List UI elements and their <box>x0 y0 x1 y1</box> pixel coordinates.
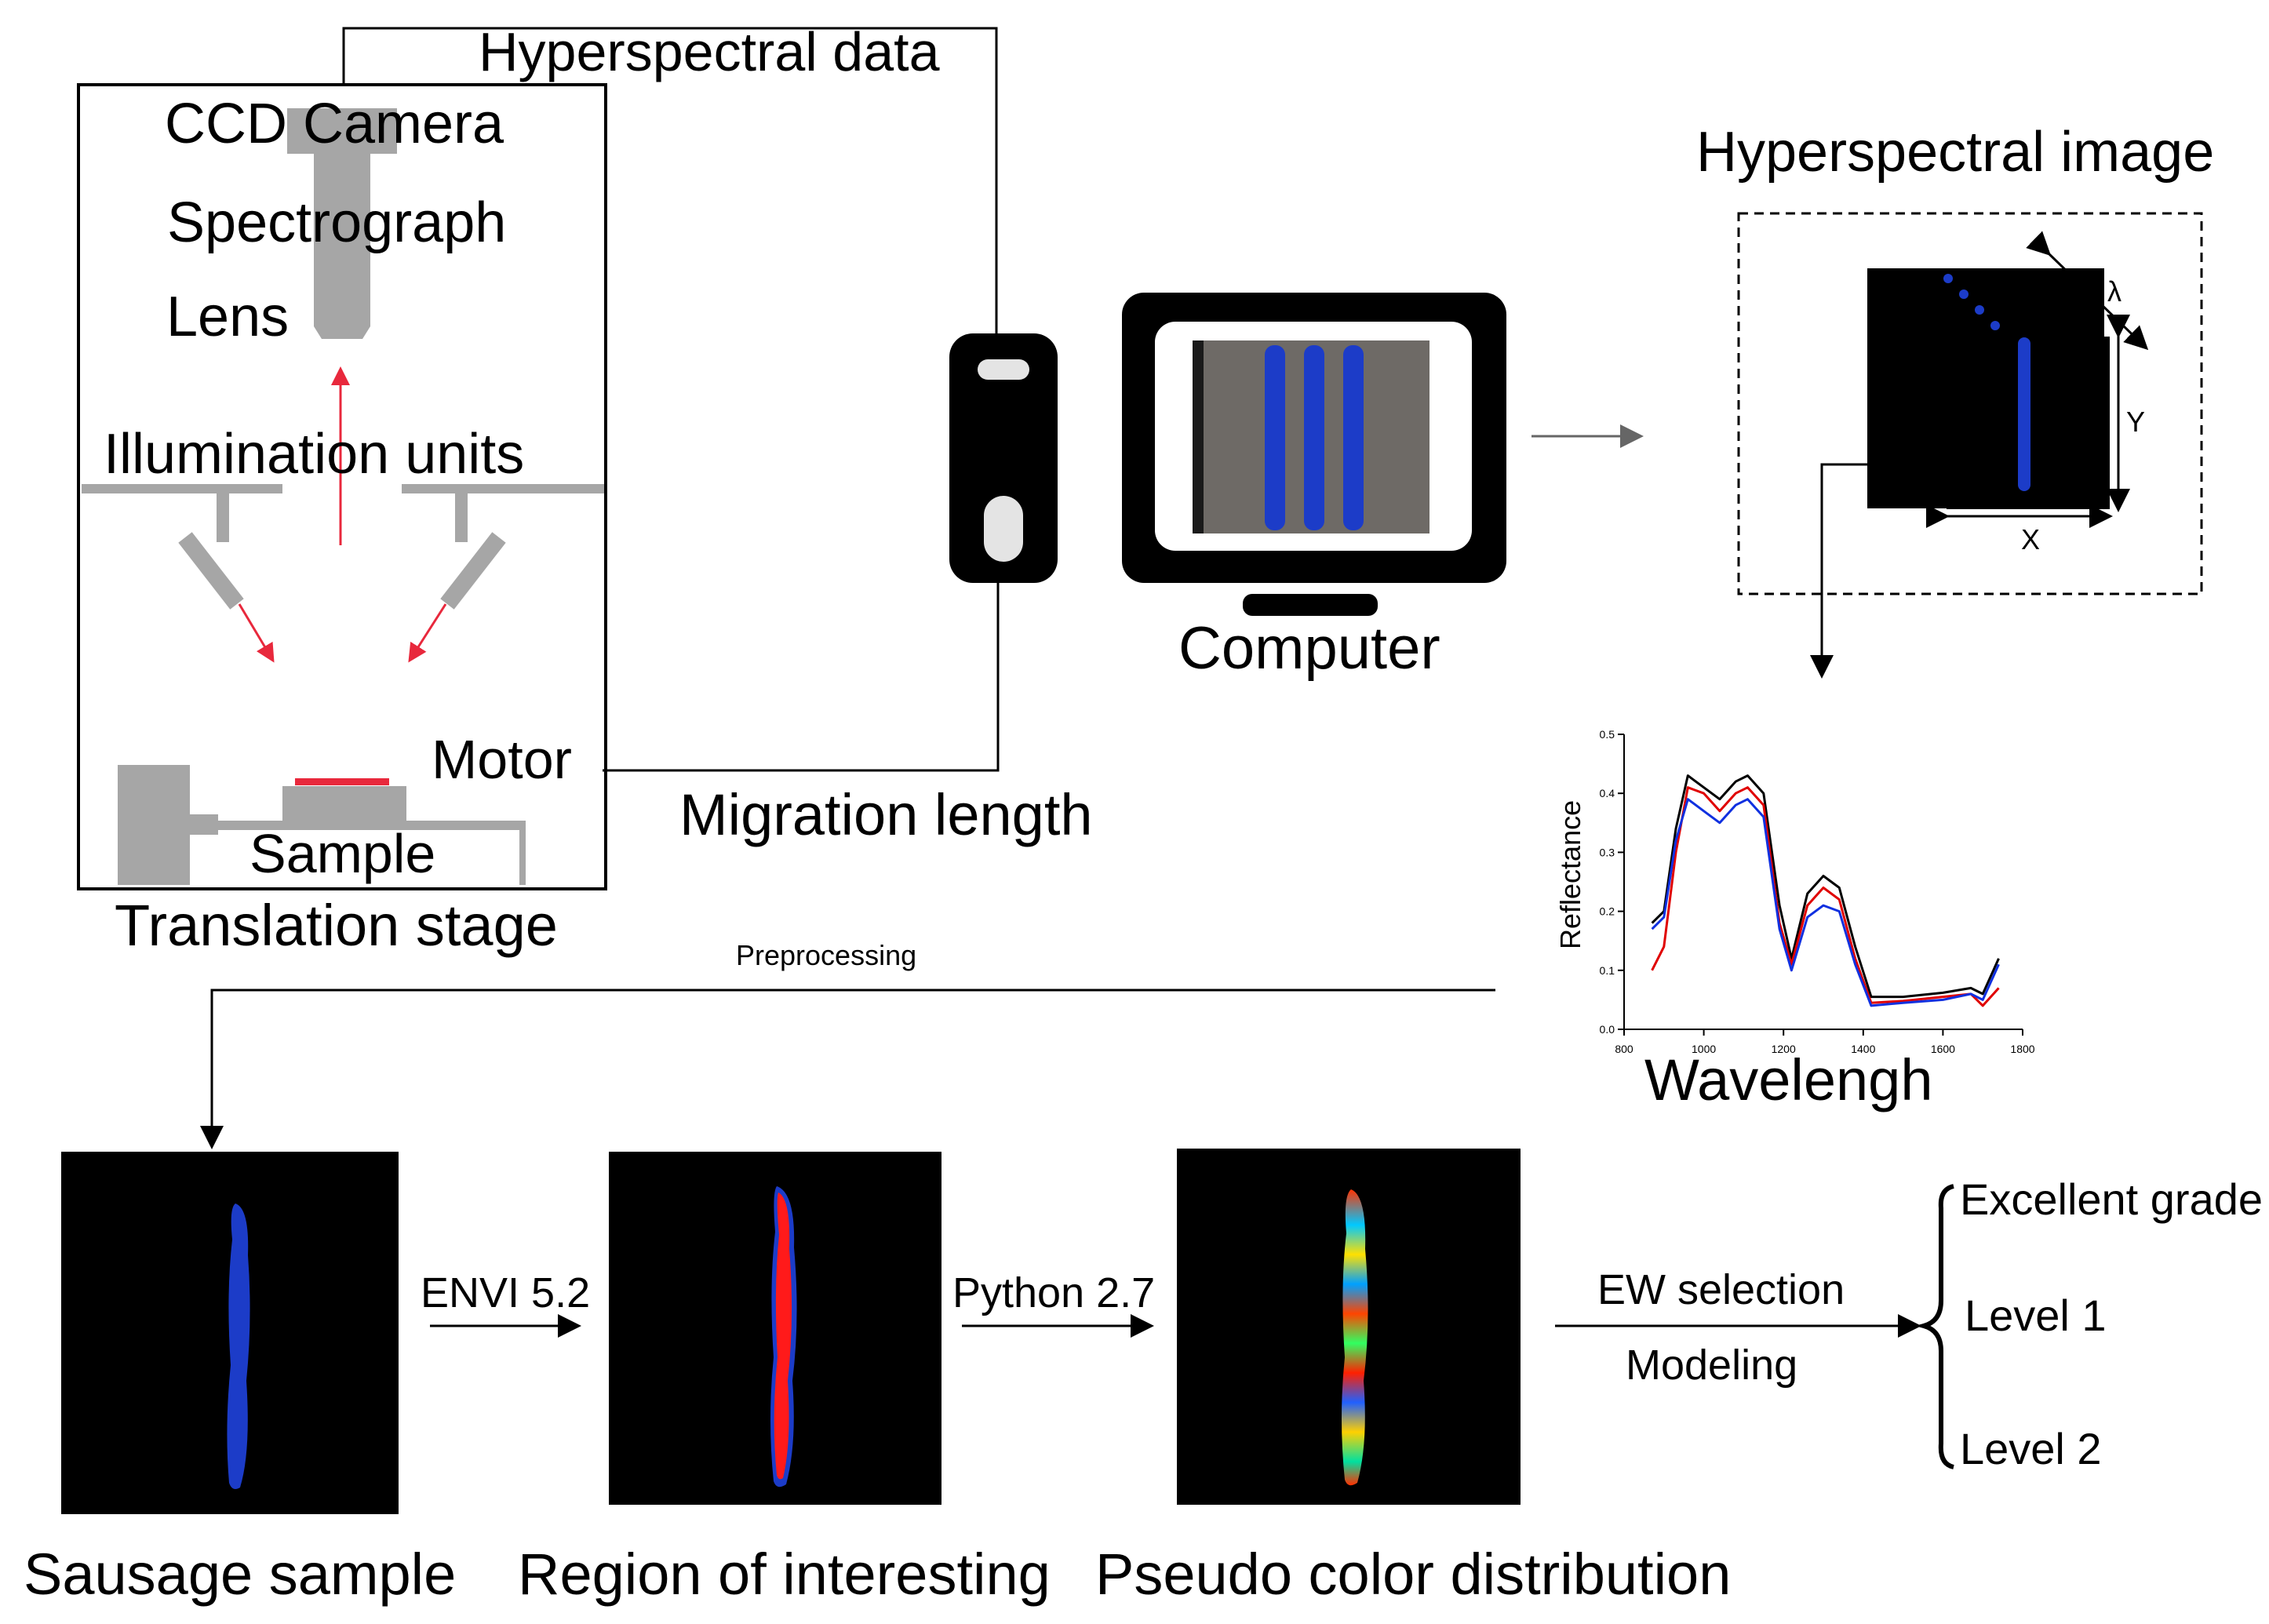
motor-shaft <box>190 814 218 835</box>
pseudo-color-shape <box>1342 1189 1368 1486</box>
illumination-rail-left <box>82 484 282 493</box>
stage-end-post <box>519 821 526 885</box>
label-sample: Sample <box>249 823 435 884</box>
screen-sausage-2 <box>1304 345 1324 530</box>
illumination-rail-right <box>402 484 604 493</box>
label-motor: Motor <box>432 729 572 790</box>
beam-left <box>238 603 275 663</box>
sausage-sample-shape <box>227 1203 250 1489</box>
imaging-chamber <box>77 83 607 890</box>
cube-sausage <box>2018 337 2030 491</box>
hyperspectral-image: Hyperspectral image λ Y X <box>1696 121 2214 679</box>
cube-dot-3 <box>1975 305 1984 315</box>
axis-lambda-arrow <box>2026 231 2149 351</box>
sample-platform <box>282 786 406 821</box>
label-y-axis: Y <box>2126 406 2145 438</box>
data-cable <box>342 27 998 333</box>
chart-axes <box>1623 734 2023 1030</box>
lamp-left-head <box>178 532 244 610</box>
label-computer: Computer <box>1178 615 1440 682</box>
data-transfer-unit <box>949 333 1058 583</box>
chart-x-tick-label: 1400 <box>1851 1043 1875 1055</box>
chart-y-tick-label: 0.3 <box>1600 846 1615 858</box>
grade-brace <box>1914 1184 1954 1469</box>
label-ccd-camera: CCD Camera <box>165 93 504 155</box>
stage-rail <box>218 821 524 830</box>
chart-x-tick-label: 1200 <box>1772 1043 1796 1055</box>
lens-shape <box>314 326 370 339</box>
cube-dot-2 <box>1959 289 1969 299</box>
chart-y-tick-label: 0.4 <box>1600 787 1615 799</box>
screen-sausage-1 <box>1265 345 1285 530</box>
roi-mask <box>774 1193 792 1480</box>
label-preprocessing: Preprocessing <box>736 939 916 971</box>
cube-layer-1 <box>1867 268 2104 508</box>
chart-series-line-2 <box>1651 786 2000 1007</box>
ccd-camera-shape <box>287 108 397 154</box>
label-region-of-interesting: Region of interesting <box>518 1542 1051 1607</box>
label-pseudo-color: Pseudo color distribution <box>1095 1542 1731 1607</box>
label-illumination-units: Illumination units <box>104 423 524 486</box>
arrow-image-to-spectrum <box>1810 463 1895 679</box>
imaging-system: Hyperspectral data CCD Camera Spectrogra… <box>77 21 1093 958</box>
chart-ticks: 800 1000 1200 1400 1600 1800 0.0 0.1 0.2 0.3 0.4 0.… <box>1600 728 2035 1055</box>
label-modeling: Modeling <box>1626 1342 1797 1389</box>
chart-y-tick-label: 0.2 <box>1600 905 1615 918</box>
chart-x-label: Wavelengh <box>1644 1047 1932 1112</box>
label-excellent-grade: Excellent grade <box>1960 1174 2263 1224</box>
screen-image-strip <box>1193 340 1204 533</box>
screen-sausage-3 <box>1343 345 1364 530</box>
label-migration-length: Migration length <box>679 782 1093 847</box>
lamp-right-stem <box>455 493 468 542</box>
chart-x-tick-label: 800 <box>1615 1043 1633 1055</box>
cube-dot-1 <box>1943 274 1953 283</box>
computer: Computer <box>1122 293 1506 682</box>
chart-y-tick-label: 0.5 <box>1600 728 1615 741</box>
label-lens: Lens <box>166 286 289 348</box>
monitor-stand <box>1243 594 1378 616</box>
label-envi: ENVI 5.2 <box>421 1269 590 1316</box>
spectrum-chart: 800 1000 1200 1400 1600 1800 0.0 0.1 0.2 0.3 0.4 0.… <box>1554 728 2035 1112</box>
chart-x-tick-label: 1600 <box>1931 1043 1955 1055</box>
chart-y-label: Reflectance <box>1554 800 1586 949</box>
transfer-unit-body <box>949 333 1058 583</box>
chart-y-tick-label: 0.1 <box>1600 964 1615 977</box>
chart-x-tick-label: 1000 <box>1692 1043 1716 1055</box>
label-spectrograph: Spectrograph <box>167 191 506 254</box>
spectrograph-shape <box>314 154 370 326</box>
transfer-unit-button <box>984 496 1023 562</box>
chart-series-line-3 <box>1651 798 2000 1007</box>
cube-dot-4 <box>1990 321 2000 330</box>
motor-block <box>118 765 190 885</box>
label-ew-selection: EW selection <box>1597 1266 1845 1313</box>
chart-series <box>1651 774 2000 1007</box>
cube-frame <box>1737 212 2203 595</box>
chart-series-line-1 <box>1651 774 2000 999</box>
beam-right <box>408 603 447 663</box>
arrow-preprocessing <box>200 989 1495 1149</box>
label-hyperspectral-image: Hyperspectral image <box>1696 121 2214 184</box>
lamp-right-head <box>440 532 506 610</box>
label-x-axis: X <box>2021 523 2040 555</box>
label-python: Python 2.7 <box>952 1269 1155 1316</box>
label-translation-stage: Translation stage <box>115 893 558 958</box>
lamp-left-stem <box>217 493 229 542</box>
motor-cable <box>603 581 1000 772</box>
processing-pipeline: Sausage sample ENVI 5.2 Region of intere… <box>24 1149 2263 1607</box>
sample-piece <box>295 778 389 785</box>
chart-x-tick-label: 1800 <box>2010 1043 2034 1055</box>
label-level-1: Level 1 <box>1965 1291 2107 1340</box>
label-sausage-sample: Sausage sample <box>24 1542 456 1607</box>
transfer-unit-port <box>978 359 1029 380</box>
label-level-2: Level 2 <box>1960 1424 2102 1473</box>
label-lambda: λ <box>2107 275 2121 308</box>
chart-y-tick-label: 0.0 <box>1600 1023 1615 1036</box>
label-hyperspectral-data: Hyperspectral data <box>479 21 940 82</box>
